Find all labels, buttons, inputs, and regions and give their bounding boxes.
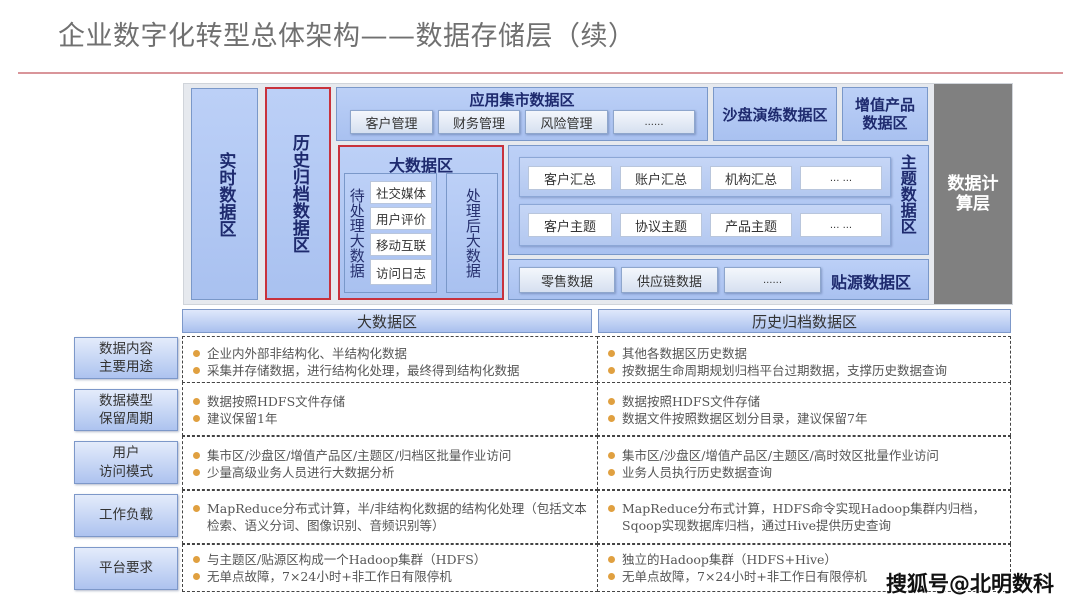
app-mart-label: 应用集市数据区 bbox=[469, 91, 575, 109]
value-added-zone: 增值产品数据区 bbox=[842, 87, 928, 141]
big-data-zone-label: 大数据区 bbox=[388, 156, 453, 175]
cell-big-data-platform: 与主题区/贴源区构成一个Hadoop集群（HDFS）无单点故障，7×24小时+非… bbox=[182, 544, 598, 592]
row-label-workload: 工作负载 bbox=[74, 494, 178, 537]
app-mart-item: 财务管理 bbox=[438, 110, 520, 134]
cell-history-workload: MapReduce分布式计算，HDFS命令实现Hadoop集群内归档，Sqoop… bbox=[597, 490, 1011, 544]
cell-history-model: 数据按照HDFS文件存储数据文件按照数据区划分目录，建议保留7年 bbox=[597, 382, 1011, 436]
subject-item: 客户汇总 bbox=[528, 166, 612, 190]
column-header-history: 历史归档数据区 bbox=[598, 309, 1011, 333]
subject-item: 客户主题 bbox=[528, 213, 612, 237]
row-label-model-retention: 数据模型 保留周期 bbox=[74, 389, 178, 431]
cell-big-data-model: 数据按照HDFS文件存储建议保留1年 bbox=[182, 382, 598, 436]
subject-item: 机构汇总 bbox=[710, 166, 792, 190]
cell-history-access: 集市区/沙盘区/增值产品区/主题区/高时效区批量作业访问业务人员执行历史数据查询 bbox=[597, 436, 1011, 490]
cell-history-platform: 独立的Hadoop集群（HDFS+Hive）无单点故障，7×24小时+非工作日有… bbox=[597, 544, 1011, 592]
subject-item: 账户汇总 bbox=[620, 166, 702, 190]
pending-item: 访问日志 bbox=[370, 259, 432, 285]
column-header-big-data: 大数据区 bbox=[182, 309, 592, 333]
processed-big-data: 处理后大数据 bbox=[446, 173, 498, 293]
row-label-content-usage: 数据内容 主要用途 bbox=[74, 337, 178, 379]
compute-layer: 数据计算层 bbox=[934, 84, 1012, 304]
subject-item: 产品主题 bbox=[710, 213, 792, 237]
app-mart-item: 客户管理 bbox=[350, 110, 433, 134]
pending-item: 移动互联 bbox=[370, 233, 432, 256]
pending-item: 社交媒体 bbox=[370, 181, 432, 204]
sandbox-zone: 沙盘演练数据区 bbox=[713, 87, 837, 141]
subject-zone-label: 主题数据区 bbox=[897, 154, 917, 234]
watermark: 搜狐号@北明数科 bbox=[886, 572, 1054, 596]
cell-big-data-content: 企业内外部非结构化、半结构化数据采集并存储数据，进行结构化处理，最终得到结构化数… bbox=[182, 336, 598, 383]
cell-big-data-access: 集市区/沙盘区/增值产品区/主题区/归档区批量作业访问少量高级业务人员进行大数据… bbox=[182, 436, 598, 490]
source-item: 零售数据 bbox=[519, 267, 615, 293]
pending-item: 用户评价 bbox=[370, 207, 432, 230]
row-label-access-mode: 用户 访问模式 bbox=[74, 441, 178, 484]
row-label-platform: 平台要求 bbox=[74, 547, 178, 590]
realtime-zone: 实时数据区 bbox=[191, 88, 258, 300]
subject-item: ... ... bbox=[800, 213, 882, 237]
title-divider bbox=[18, 72, 1063, 74]
subject-item: 协议主题 bbox=[620, 213, 702, 237]
cell-big-data-workload: MapReduce分布式计算，半/非结构化数据的结构化处理（包括文本检索、语义分… bbox=[182, 490, 598, 544]
page-title: 企业数字化转型总体架构——数据存储层（续） bbox=[58, 21, 636, 52]
source-item: ...... bbox=[724, 267, 821, 293]
source-item: 供应链数据 bbox=[621, 267, 718, 293]
subject-item: ... ... bbox=[800, 166, 882, 190]
app-mart-item: ...... bbox=[613, 110, 695, 134]
app-mart-item: 风险管理 bbox=[525, 110, 608, 134]
cell-history-content: 其他各数据区历史数据按数据生命周期规划归档平台过期数据，支撑历史数据查询 bbox=[597, 336, 1011, 383]
source-zone-label: 贴源数据区 bbox=[831, 273, 912, 292]
history-archive-zone: 历史归档数据区 bbox=[265, 87, 331, 300]
source-zone bbox=[508, 259, 929, 300]
